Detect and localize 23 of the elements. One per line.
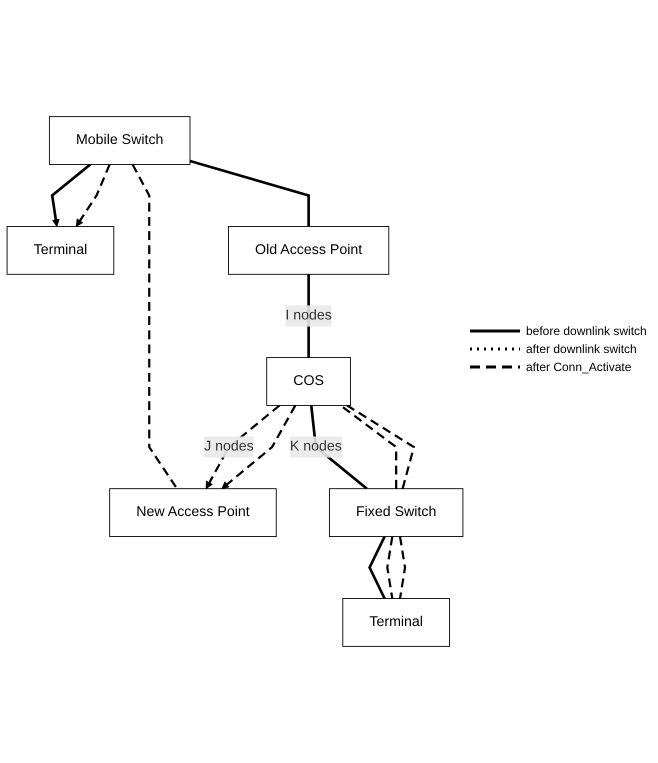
connector: [346, 404, 416, 489]
connector: [340, 404, 398, 489]
connector: [368, 536, 386, 600]
edge-label: I nodes: [285, 308, 332, 324]
node-box: Terminal: [6, 226, 114, 275]
node-box: Fixed Switch: [328, 488, 464, 537]
arrow: [50, 163, 92, 227]
legend-text: before downlink switch: [526, 324, 647, 338]
node-box: New Access Point: [109, 488, 277, 537]
node-box: Terminal: [342, 598, 450, 647]
node-box: Mobile Switch: [48, 116, 190, 165]
edge-label: J nodes: [204, 439, 254, 454]
arrow: [221, 404, 296, 490]
connector: [132, 164, 178, 490]
legend-text: after Conn_Activate: [526, 360, 632, 374]
connector: [398, 536, 406, 599]
arrow: [76, 164, 111, 227]
node-box: COS: [266, 357, 351, 406]
connector: [190, 160, 310, 226]
connector: [386, 536, 394, 599]
edge-label: K nodes: [290, 439, 342, 454]
node-box: Old Access Point: [228, 226, 390, 275]
legend-text: after downlink switch: [526, 342, 637, 356]
